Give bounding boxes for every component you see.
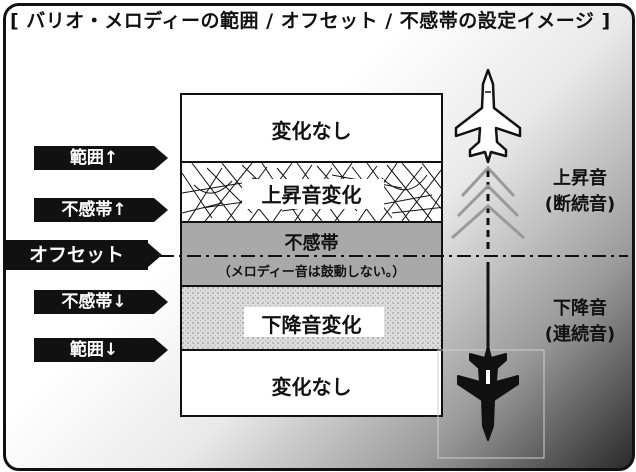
- label-offset-pointer: [148, 243, 162, 267]
- label-deadband-down-pointer: [154, 290, 168, 314]
- band-deadband-note: （メロディー音は鼓動しない。）: [217, 265, 406, 280]
- label-range-down-pointer: [154, 338, 168, 362]
- label-range-down: 範囲↓: [34, 338, 154, 362]
- band-top-no-change: 変化なし: [180, 93, 443, 163]
- falling-sound-label: 下降音 (連続音): [530, 296, 630, 348]
- diagram-title: [ バリオ・メロディーの範囲 / オフセット / 不感帯の設定イメージ ]: [10, 10, 611, 32]
- band-rising-change-label: 上昇音変化: [261, 183, 362, 207]
- rising-sound-label: 上昇音 (断続音): [530, 166, 630, 218]
- label-range-up-pointer: [154, 146, 168, 170]
- band-falling-change-label: 下降音変化: [261, 313, 362, 337]
- label-range-up: 範囲↑: [34, 146, 154, 170]
- falling-sound-line1: 下降音: [553, 298, 607, 319]
- band-top-no-change-label: 変化なし: [271, 119, 352, 143]
- band-falling-change: 下降音変化: [180, 285, 443, 351]
- band-deadband-label: 不感帯: [284, 233, 339, 254]
- rising-sound-line2: (断続音): [544, 194, 616, 215]
- band-bottom-no-change-label: 変化なし: [271, 375, 352, 399]
- band-deadband: 不感帯 （メロディー音は鼓動しない。）: [180, 221, 443, 287]
- label-deadband-down: 不感帯↓: [34, 290, 154, 314]
- falling-dot-pattern: [182, 287, 441, 349]
- rising-hatch-pattern: [182, 163, 441, 221]
- label-deadband-up-pointer: [154, 198, 168, 222]
- rising-sound-line1: 上昇音: [553, 168, 607, 189]
- label-deadband-up: 不感帯↑: [34, 198, 154, 222]
- band-bottom-no-change: 変化なし: [180, 349, 443, 417]
- label-offset: オフセット: [5, 240, 148, 270]
- falling-sound-line2: (連続音): [544, 324, 616, 345]
- band-rising-change: 上昇音変化: [180, 161, 443, 223]
